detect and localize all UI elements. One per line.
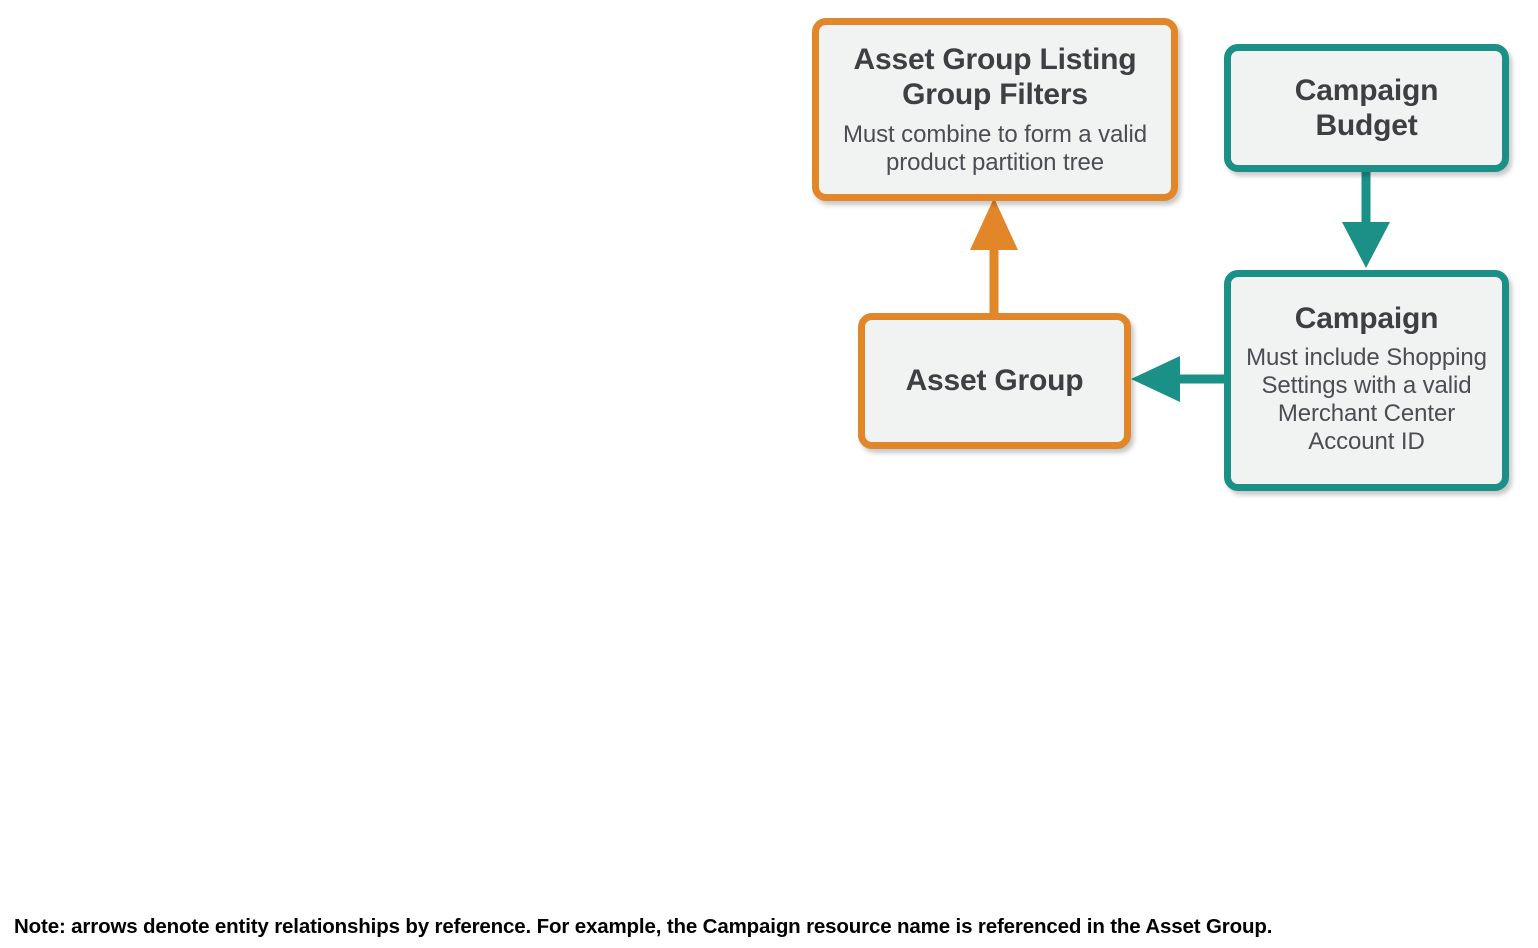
edge-campaign-to-asset-group bbox=[1131, 356, 1226, 402]
node-asset-group-listing-group-filters[interactable]: Asset Group Listing Group Filters Must c… bbox=[812, 18, 1178, 201]
arrowhead-up-orange bbox=[970, 198, 1018, 250]
node-title-asset-group-listing-group-filters: Asset Group Listing Group Filters bbox=[853, 43, 1137, 112]
arrowhead-left-teal bbox=[1131, 356, 1180, 402]
node-title-campaign: Campaign bbox=[1294, 301, 1439, 335]
node-description-campaign: Must include Shopping Settings with a va… bbox=[1246, 343, 1487, 456]
node-title-asset-group: Asset Group bbox=[905, 364, 1084, 398]
node-campaign[interactable]: Campaign Must include Shopping Settings … bbox=[1224, 270, 1509, 491]
node-title-campaign-budget: Campaign Budget bbox=[1294, 73, 1439, 142]
arrowhead-down-teal bbox=[1342, 222, 1390, 268]
footer-note: Note: arrows denote entity relationships… bbox=[14, 915, 1273, 938]
node-campaign-budget[interactable]: Campaign Budget bbox=[1224, 44, 1509, 172]
node-description-asset-group-listing-group-filters: Must combine to form a valid product par… bbox=[843, 120, 1147, 176]
node-asset-group[interactable]: Asset Group bbox=[858, 313, 1131, 449]
edge-campaign-budget-to-campaign bbox=[1342, 170, 1390, 268]
edge-asset-group-to-listing-group-filters bbox=[970, 198, 1018, 316]
